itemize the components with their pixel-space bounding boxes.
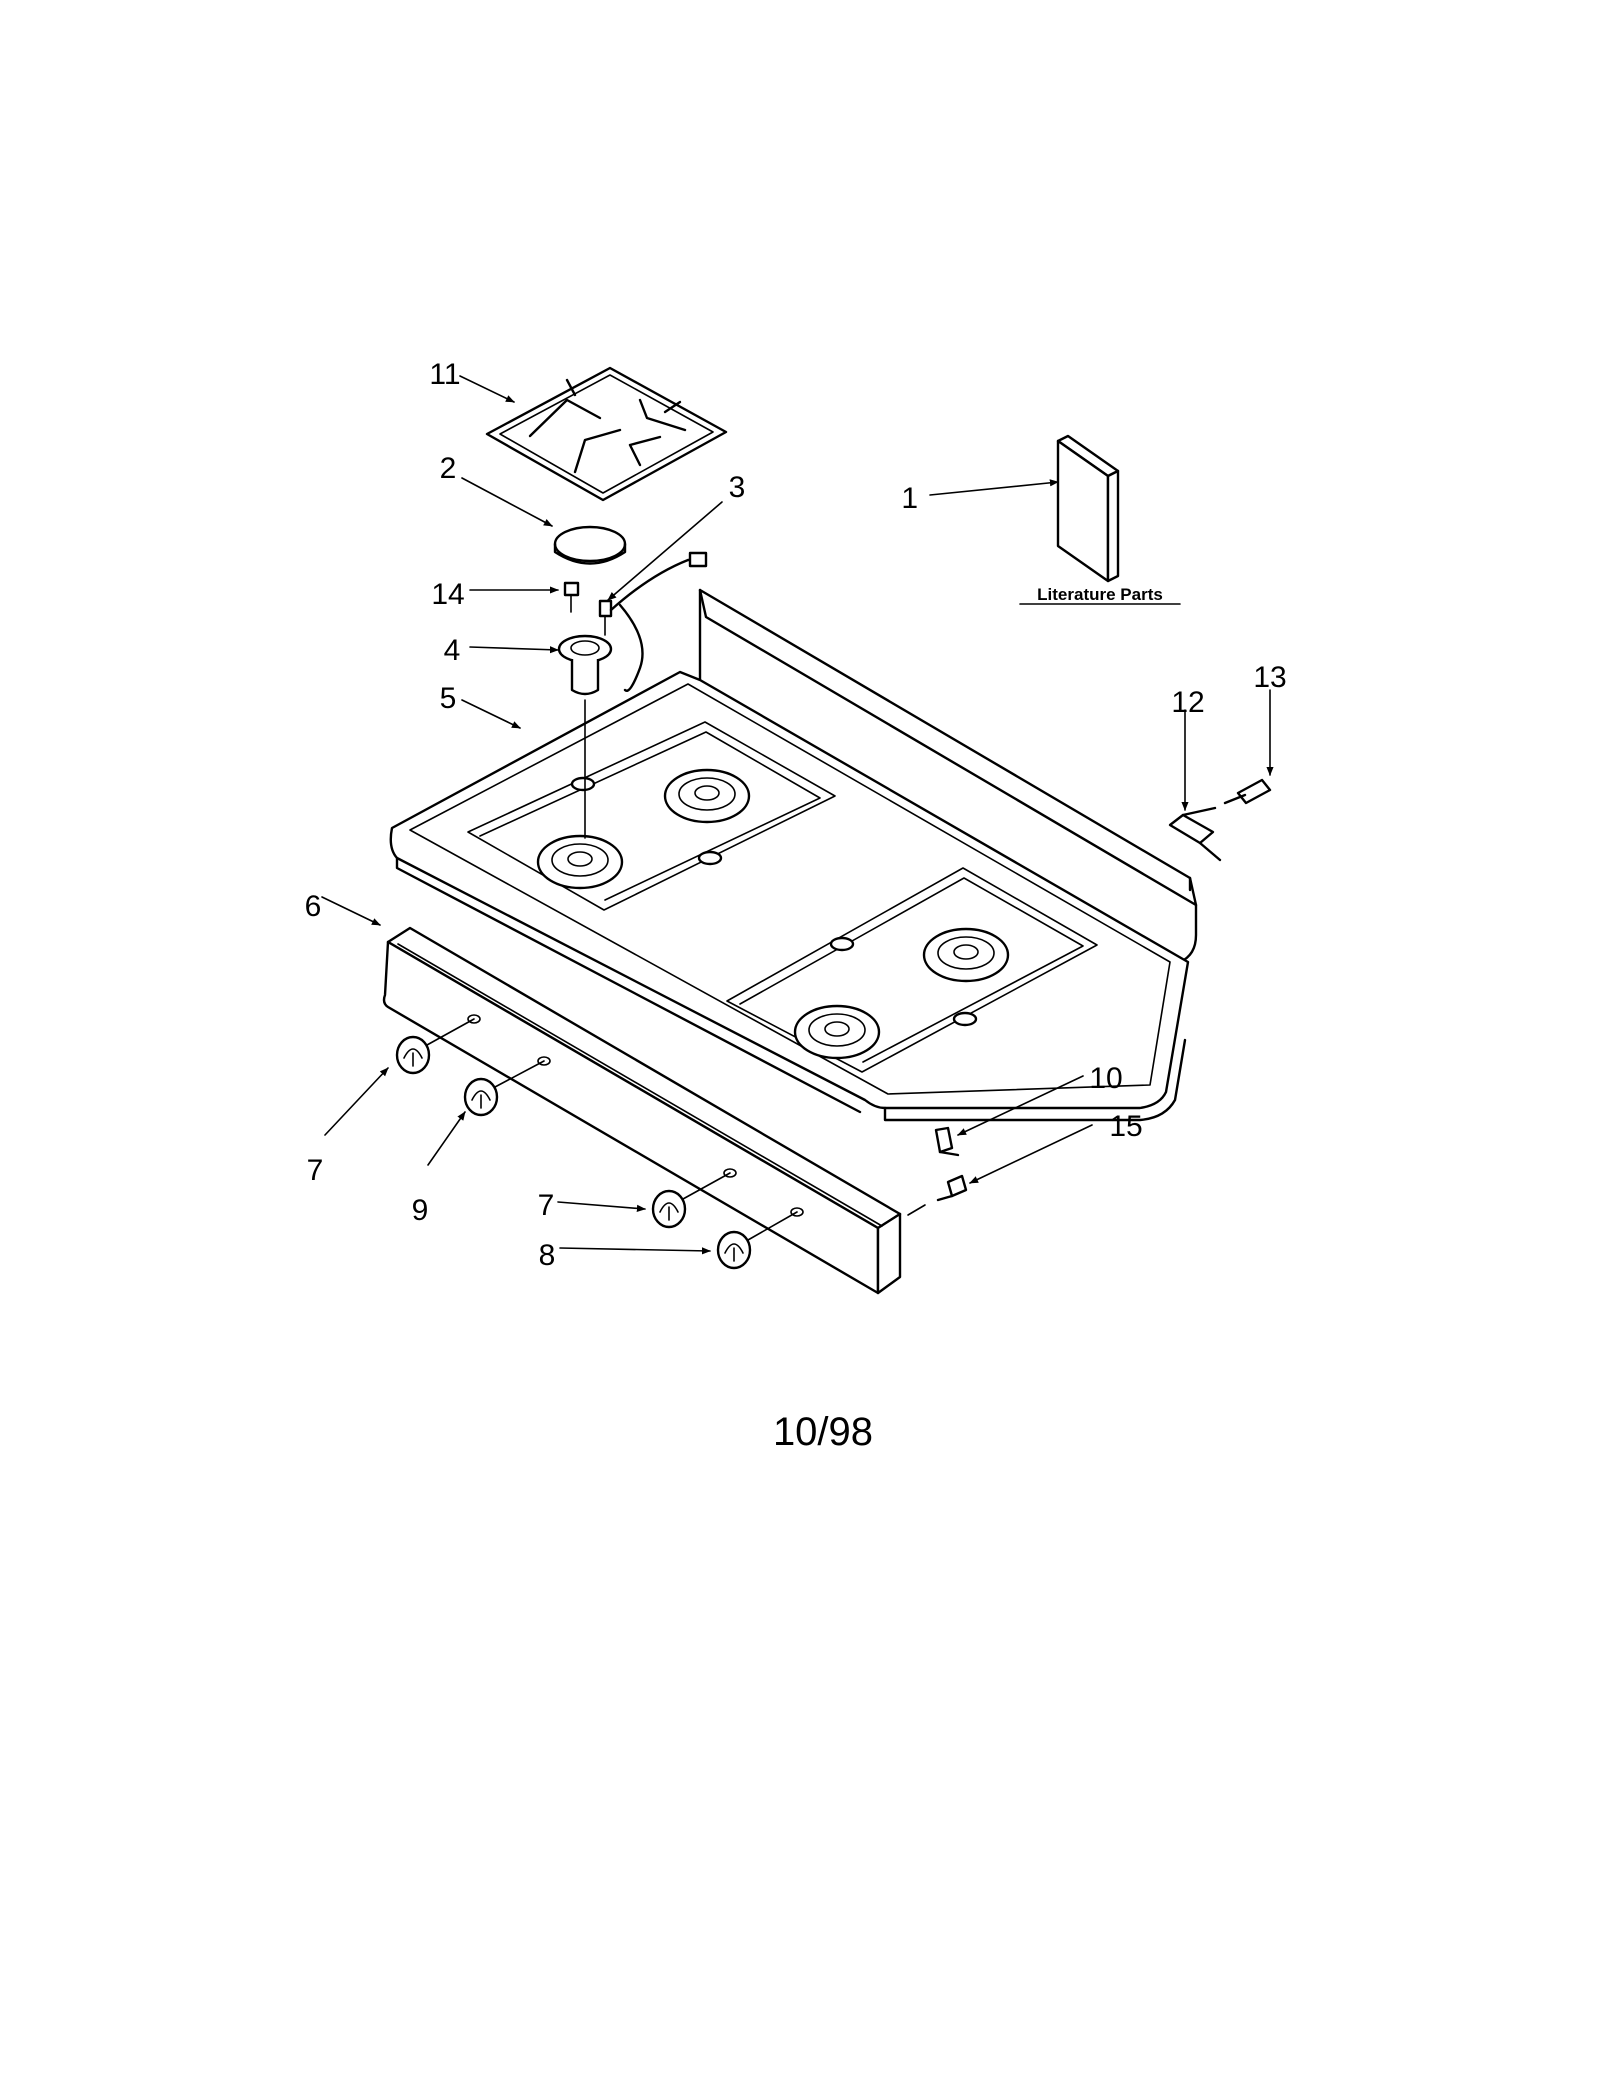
callout-4: 4 [444,634,461,667]
callout-11: 11 [429,358,460,391]
burner-head-left-front [536,834,624,890]
callout-15: 15 [1109,1110,1142,1143]
burner-head-left-rear [663,768,751,824]
burner-grate [485,366,728,502]
cooktop-main-top [389,588,1198,1122]
burner-head-right-rear [922,927,1010,983]
revision-date: 10/98 [773,1410,873,1454]
spark-igniter [598,551,708,692]
burner-head-right-front [793,1004,881,1060]
control-panel [382,926,902,1295]
callout-1: 1 [901,482,918,515]
callout-6: 6 [305,890,322,923]
callout-2: 2 [440,452,457,485]
callout-13: 13 [1253,661,1286,694]
callout-5: 5 [440,682,457,715]
callout-7-left: 7 [307,1154,324,1187]
control-knob-8 [716,1211,798,1270]
literature-parts-label: Literature Parts [1037,585,1163,604]
clip-10 [934,1126,960,1157]
screw-15 [936,1174,968,1202]
leader-arrows [321,375,1274,1255]
callout-10: 10 [1089,1062,1122,1095]
callout-labels: 1 2 3 4 5 6 7 8 9 10 11 12 13 14 15 7 [305,358,1287,1272]
burner-base [557,634,613,839]
callout-9: 9 [412,1194,429,1227]
callout-12: 12 [1171,686,1204,719]
bracket-12 [1168,806,1222,862]
leveling-leg-13 [1223,778,1272,805]
control-knob-7-right [651,1172,731,1229]
callout-7-right: 7 [538,1189,555,1222]
callout-3: 3 [729,471,746,504]
callout-14: 14 [431,578,464,611]
literature-booklet [1056,434,1120,583]
orifice-screw [563,581,580,613]
burner-cap [553,525,627,565]
control-knob-9 [463,1060,545,1117]
control-knob-7-left [395,1018,475,1075]
callout-8: 8 [539,1239,556,1272]
